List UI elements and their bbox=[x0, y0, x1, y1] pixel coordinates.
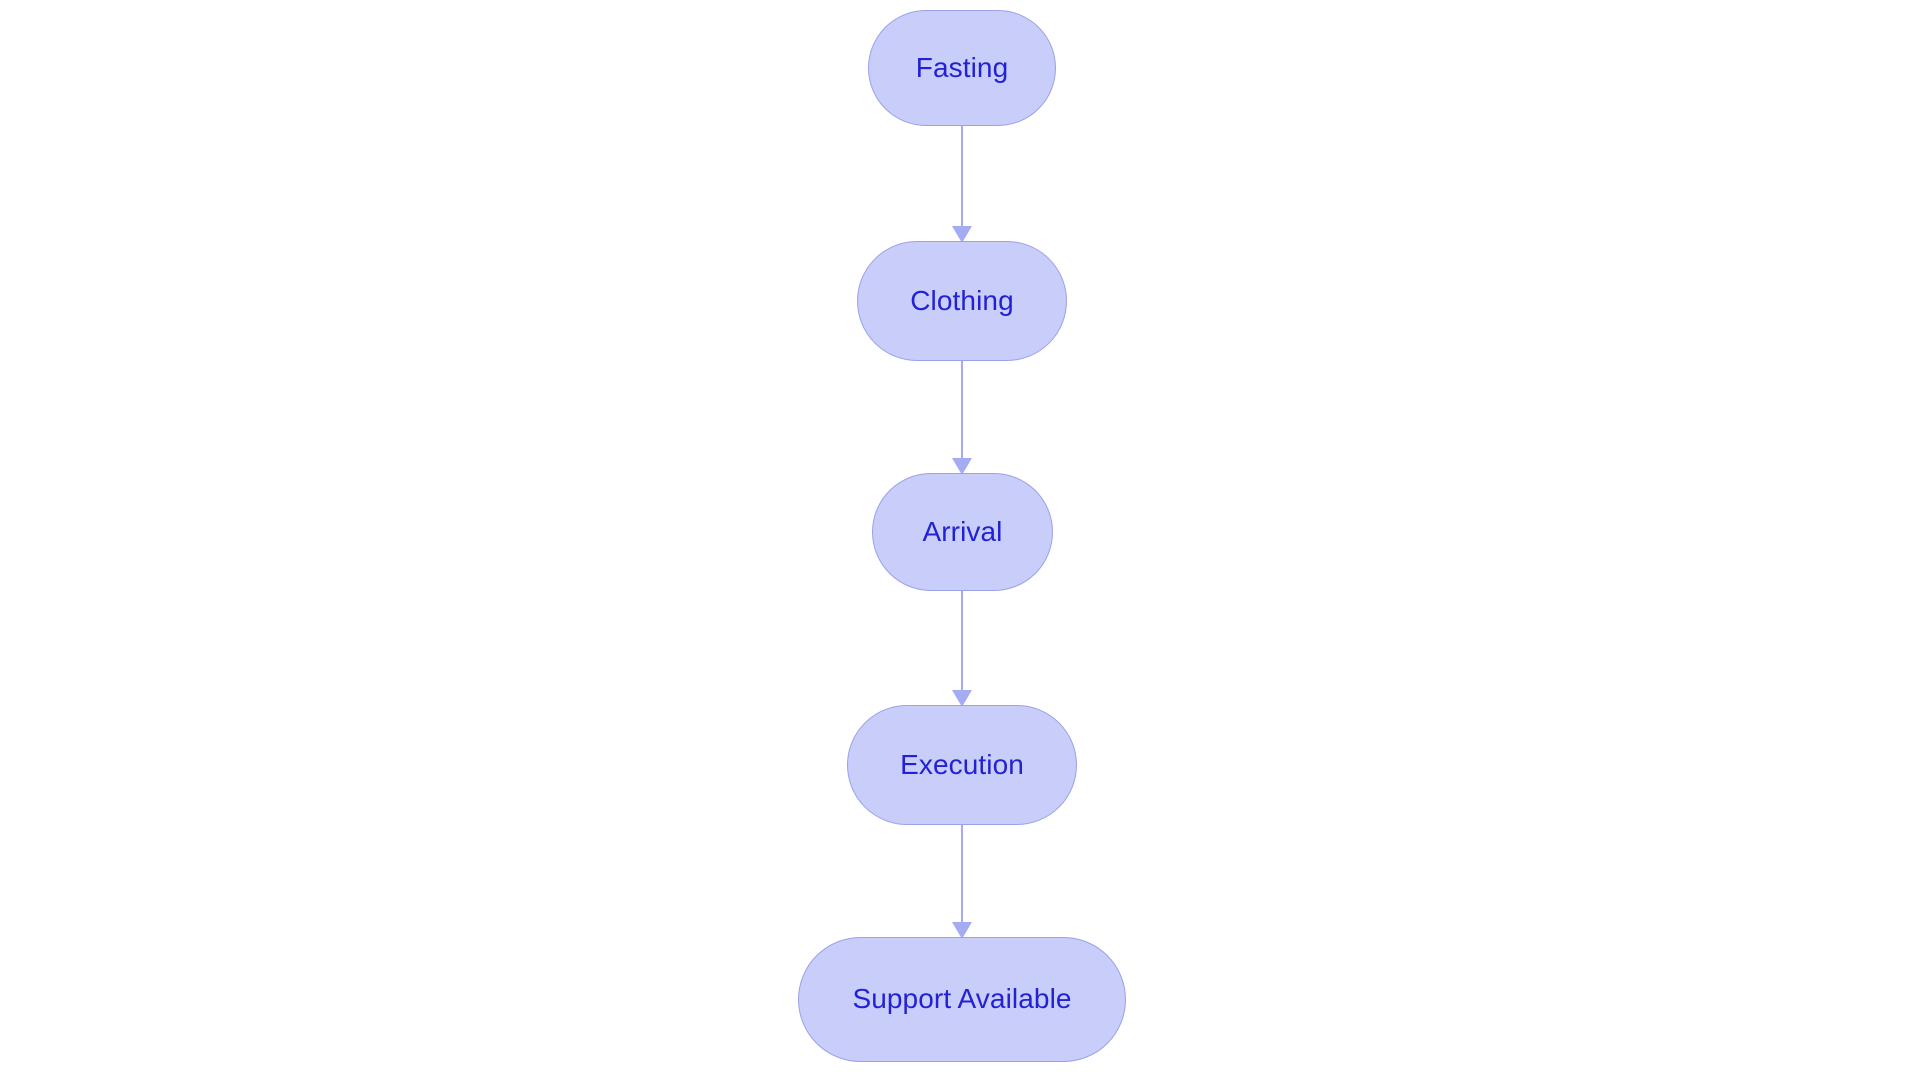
flow-node-execution[interactable]: Execution bbox=[847, 705, 1077, 825]
flow-node-arrival[interactable]: Arrival bbox=[872, 473, 1053, 591]
flow-node-fasting[interactable]: Fasting bbox=[868, 10, 1056, 126]
edge-line bbox=[960, 126, 964, 226]
flow-node-label: Support Available bbox=[852, 983, 1072, 1014]
edge-line bbox=[960, 591, 964, 690]
flow-node-label: Arrival bbox=[922, 515, 1003, 547]
edge-line bbox=[960, 361, 964, 458]
flow-node-clothing[interactable]: Clothing bbox=[857, 241, 1067, 361]
edge-line bbox=[960, 825, 964, 922]
flow-edge-clothing-to-arrival bbox=[952, 361, 972, 475]
flow-node-label: Execution bbox=[900, 748, 1024, 780]
flow-edge-fasting-to-clothing bbox=[952, 126, 972, 243]
flow-edge-execution-to-support bbox=[952, 825, 972, 939]
flow-node-label: Clothing bbox=[910, 284, 1014, 316]
flow-node-label: Fasting bbox=[915, 51, 1009, 83]
flow-node-support-available[interactable]: Support Available bbox=[798, 937, 1126, 1062]
flow-edge-arrival-to-execution bbox=[952, 591, 972, 707]
